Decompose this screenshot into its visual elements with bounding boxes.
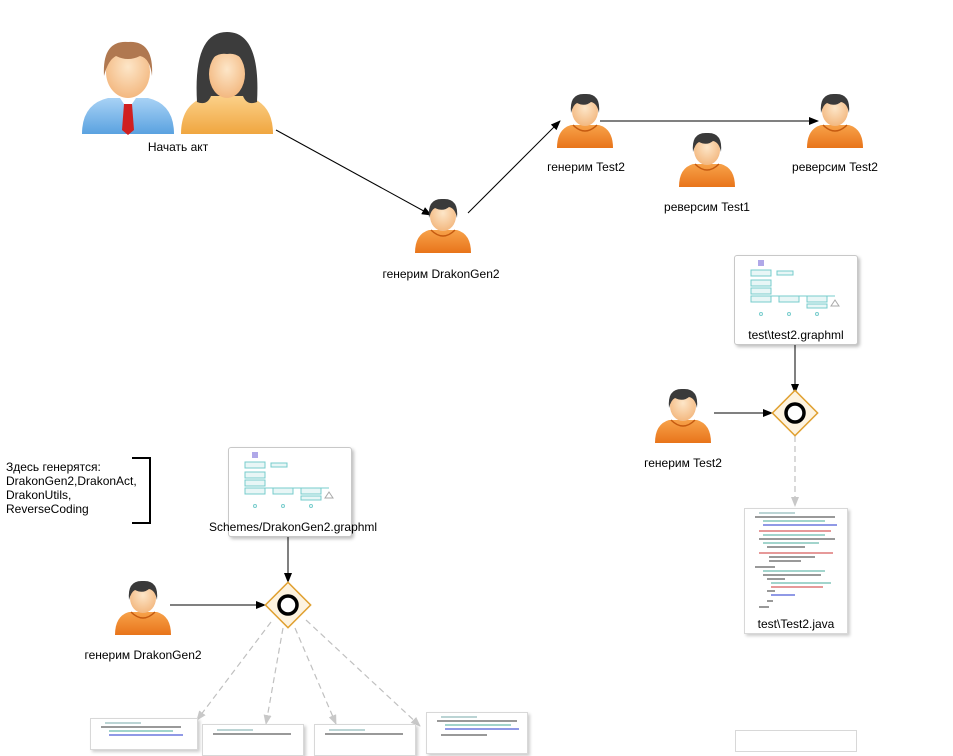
gateway-right-icon[interactable] <box>771 389 819 437</box>
flow-gateway-to-output-2 <box>263 627 284 725</box>
gen-test2-mid-person-icon[interactable] <box>654 388 712 444</box>
code-thumbnail-icon <box>755 512 837 608</box>
flow-gateway-to-output-3 <box>294 627 337 725</box>
flowchart-thumbnail-icon <box>750 260 840 316</box>
flowchart-thumbnail-icon <box>244 452 334 508</box>
code-thumbnail-icon <box>325 729 403 735</box>
note-bracket <box>132 457 151 524</box>
start-act-female-person-icon[interactable] <box>181 32 273 134</box>
drakongen2-graphml-card[interactable]: Schemes/DrakonGen2.graphml <box>209 447 377 537</box>
reverse-test1-label: реверсим Test1 <box>664 200 750 214</box>
flow-start-to-drakongen2 <box>275 129 432 216</box>
flow-gateway-to-output-1 <box>196 621 272 721</box>
drakongen2-graphml-label: Schemes/DrakonGen2.graphml <box>209 520 378 534</box>
reverse-test2-label: реверсим Test2 <box>792 160 878 174</box>
flow-drakongen2-to-test2 <box>467 120 561 214</box>
gateway-left-icon[interactable] <box>264 581 312 629</box>
gen-drakongen2-bottom-person-icon[interactable] <box>114 580 172 636</box>
gen-test2-mid-label: генерим Test2 <box>644 456 722 470</box>
gen-drakongen2-label: генерим DrakonGen2 <box>382 267 500 281</box>
reverse-test1-person-icon[interactable] <box>678 132 736 188</box>
generation-note: Здесь генерятся: DrakonGen2,DrakonAct, D… <box>6 460 137 516</box>
test2-java-label: test\Test2.java <box>757 617 835 631</box>
flow-gateway-to-output-4 <box>305 619 421 727</box>
code-thumbnail-icon <box>213 729 291 735</box>
gen-drakongen2-bottom-label: генерим DrakonGen2 <box>84 648 202 662</box>
test2-graphml-card[interactable]: test\test2.graphml <box>734 255 858 345</box>
output-code-card-1[interactable] <box>90 718 198 750</box>
output-code-card-5[interactable] <box>735 730 857 752</box>
gen-drakongen2-person-icon[interactable] <box>414 198 472 254</box>
output-code-card-2[interactable] <box>202 724 304 756</box>
test2-java-card[interactable]: test\Test2.java <box>744 508 848 634</box>
start-act-male-person-icon[interactable] <box>82 41 174 135</box>
gen-test2-label: генерим Test2 <box>547 160 625 174</box>
diagram-canvas <box>82 32 864 727</box>
code-thumbnail-icon <box>101 722 183 736</box>
output-code-card-4[interactable] <box>426 712 528 754</box>
output-code-card-3[interactable] <box>314 724 416 756</box>
code-thumbnail-icon <box>437 716 519 736</box>
start-act-label: Начать акт <box>147 140 209 154</box>
test2-graphml-label: test\test2.graphml <box>748 328 844 342</box>
